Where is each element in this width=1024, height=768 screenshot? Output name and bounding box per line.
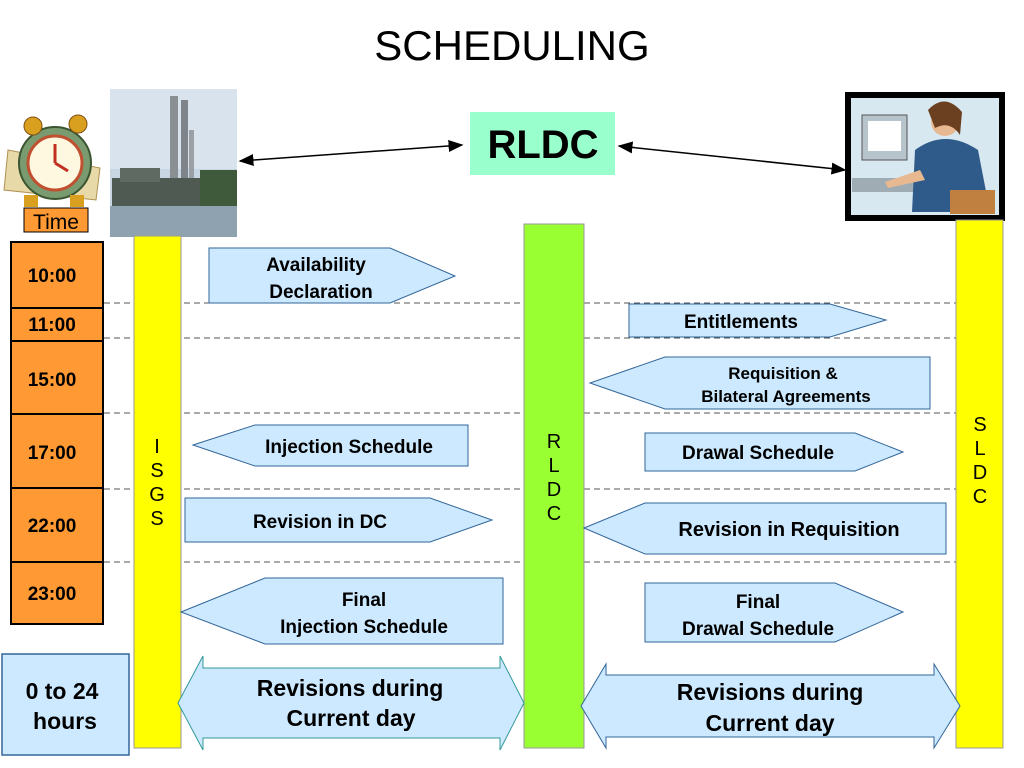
entitlements-arrow <box>628 303 888 338</box>
injection-schedule-label: Injection Schedule <box>265 437 433 458</box>
injection-schedule-arrow <box>191 424 469 467</box>
final-injection-label: Final <box>342 590 386 611</box>
final-drawal-label: Final <box>736 592 780 613</box>
alarm-clock-icon <box>3 114 101 207</box>
time-slot: 11:00 <box>28 315 76 336</box>
revisions-left-label: Revisions during <box>257 675 444 701</box>
revision-in-dc-label: Revision in DC <box>253 512 387 533</box>
time-label: Time <box>33 211 79 234</box>
revisions-current-day-right-arrow <box>580 662 961 750</box>
requisition-arrow <box>588 356 931 410</box>
rldc-letter: C <box>547 503 561 525</box>
rldc-header-label: RLDC <box>487 123 598 167</box>
computer-operator-icon <box>845 92 1005 221</box>
final-injection-label: Injection Schedule <box>280 617 448 638</box>
revision-in-requisition-label: Revision in Requisition <box>678 519 899 541</box>
sldc-column-label: S L D C <box>973 414 987 508</box>
time-slot: 17:00 <box>28 443 77 464</box>
full-day-box <box>1 653 130 756</box>
rldc-letter: D <box>547 479 561 501</box>
time-column: 10:00 11:00 15:00 17:00 22:00 23:00 <box>10 241 104 625</box>
availability-declaration-arrow <box>208 247 457 304</box>
time-slot: 22:00 <box>28 516 77 537</box>
rldc-letter: R <box>547 431 561 453</box>
drawal-schedule-label: Drawal Schedule <box>682 443 834 464</box>
isgs-letter: I <box>154 436 160 458</box>
revisions-left-label: Current day <box>286 705 415 731</box>
isgs-letter: S <box>150 508 163 530</box>
plant-rldc-connector <box>238 139 464 167</box>
final-drawal-label: Drawal Schedule <box>682 619 834 640</box>
rldc-column <box>523 223 585 749</box>
availability-label: Availability <box>266 255 366 276</box>
revisions-right-label: Current day <box>705 710 834 736</box>
revisions-current-day-left-arrow <box>177 655 525 751</box>
power-plant-photo <box>110 89 237 237</box>
sldc-letter: L <box>974 438 985 460</box>
sldc-letter: S <box>973 414 986 436</box>
time-slot: 15:00 <box>28 370 77 391</box>
isgs-column-label: I S G S <box>149 436 165 530</box>
isgs-column <box>133 235 182 749</box>
time-slot: 23:00 <box>28 584 77 605</box>
rldc-letter: L <box>548 455 559 477</box>
requisition-label: Requisition & <box>728 364 838 383</box>
rldc-column-label: R L D C <box>547 431 561 525</box>
sldc-column <box>955 219 1004 749</box>
isgs-letter: S <box>150 460 163 482</box>
isgs-letter: G <box>149 484 165 506</box>
requisition-label: Bilateral Agreements <box>701 387 870 406</box>
page-title: SCHEDULING <box>374 22 650 69</box>
revisions-right-label: Revisions during <box>677 679 864 705</box>
drawal-schedule-arrow <box>644 432 905 472</box>
availability-label: Declaration <box>269 282 372 303</box>
entitlements-label: Entitlements <box>684 312 798 333</box>
full-day-line: hours <box>33 708 97 734</box>
time-slot: 10:00 <box>28 266 77 287</box>
full-day-line: 0 to 24 <box>26 678 99 704</box>
revision-in-requisition-arrow <box>582 502 947 555</box>
final-injection-schedule-arrow <box>179 577 504 645</box>
sldc-letter: D <box>973 462 987 484</box>
sldc-letter: C <box>973 486 987 508</box>
revision-in-dc-arrow <box>184 497 494 543</box>
final-drawal-schedule-arrow <box>644 582 905 643</box>
rldc-sldc-connector <box>617 141 847 175</box>
rldc-header-box <box>470 112 615 175</box>
time-label-box <box>23 207 89 233</box>
